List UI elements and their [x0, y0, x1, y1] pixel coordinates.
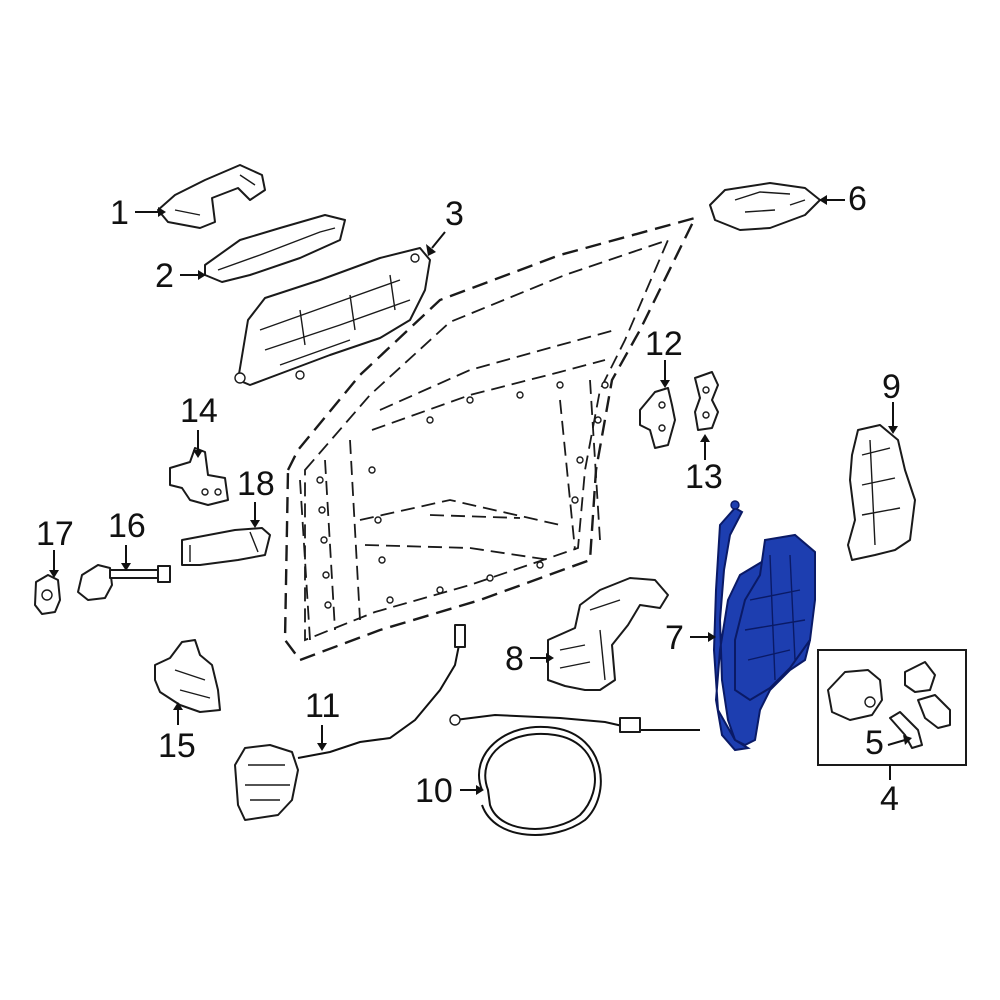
part-6-key-fob [709, 182, 821, 231]
part-16-check-strap [77, 564, 171, 601]
part-9-trim-bracket [847, 424, 916, 561]
part-10-release-cable [449, 713, 700, 836]
part-8-bracket [547, 577, 669, 691]
callout-14: 14 [180, 392, 218, 430]
callout-10: 10 [415, 772, 453, 810]
callout-8: 8 [505, 640, 524, 678]
callout-5: 5 [865, 724, 884, 762]
callout-16: 16 [108, 507, 146, 545]
part-3-handle-carrier [234, 247, 431, 386]
callout-15: 15 [158, 727, 196, 765]
callout-9: 9 [882, 368, 901, 406]
callout-17: 17 [36, 515, 74, 553]
callout-3: 3 [445, 195, 464, 233]
part-4-lock-cylinder-kit [817, 649, 967, 766]
callout-11: 11 [305, 687, 340, 725]
callout-1: 1 [110, 194, 129, 232]
part-2-handle-gasket [204, 214, 346, 283]
part-7-door-latch [712, 500, 817, 752]
callout-12: 12 [645, 325, 683, 363]
part-11-actuator [234, 624, 466, 821]
part-13-shim [694, 371, 719, 431]
part-5-key-blade [889, 711, 923, 749]
part-18-check-strap-cover [181, 527, 271, 566]
part-15-lower-hinge [154, 639, 221, 713]
callout-labels: 1 2 3 6 12 13 9 7 8 5 4 10 11 15 14 18 1… [36, 180, 901, 818]
part-14-hinge [169, 447, 229, 506]
door-shell [283, 216, 698, 662]
callout-2: 2 [155, 257, 174, 295]
part-12-striker [639, 387, 676, 449]
callout-18: 18 [237, 465, 275, 503]
callout-6: 6 [848, 180, 867, 218]
callout-7: 7 [665, 619, 684, 657]
leader-lines [49, 195, 912, 795]
part-17-grommet [34, 574, 61, 615]
part-1-outside-handle [157, 164, 266, 229]
callout-13: 13 [685, 458, 723, 496]
callout-4: 4 [880, 780, 899, 818]
